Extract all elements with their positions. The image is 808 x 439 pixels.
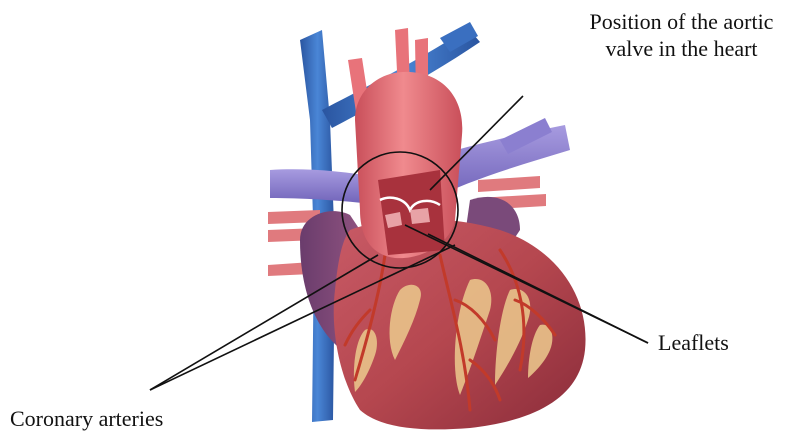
aortic-valve-label: Position of the aortic valve in the hear…	[555, 8, 808, 62]
aorta	[355, 72, 462, 258]
aortic-valve-label-line2: valve in the heart	[555, 35, 808, 62]
leaflets-label: Leaflets	[658, 329, 729, 356]
coronary-arteries-label: Coronary arteries	[10, 405, 163, 432]
aortic-valve-label-line1: Position of the aortic	[555, 8, 808, 35]
